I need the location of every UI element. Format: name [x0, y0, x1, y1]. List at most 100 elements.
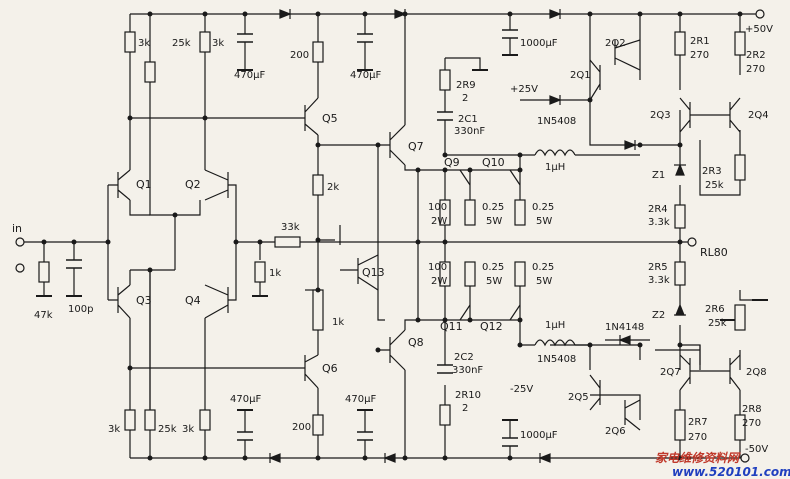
label-2r10: 2R10	[455, 390, 481, 401]
label-2r6-value: 25k	[708, 318, 727, 329]
label-minus50v: -50V	[745, 444, 768, 455]
label-2q3: 2Q3	[650, 110, 671, 121]
label-2r9: 2R9	[456, 80, 476, 91]
watermark-cn: 家电维修资料网	[655, 451, 741, 465]
label-2q1: 2Q1	[570, 70, 591, 81]
label-2k: 2k	[327, 182, 339, 193]
label-1000uf-t: 1000µF	[520, 38, 558, 49]
label-rl80: RL80	[700, 246, 728, 259]
label-1k-a: 1k	[269, 268, 281, 279]
label-2r3-value: 25k	[705, 180, 724, 191]
label-025-2: 0.25	[532, 202, 554, 213]
junction-dots	[41, 11, 743, 461]
capacitors	[66, 29, 518, 447]
label-q1: Q1	[136, 178, 152, 191]
label-25k-t: 25k	[172, 38, 191, 49]
label-470uf-b1: 470µF	[230, 394, 261, 405]
label-2q8: 2Q8	[746, 367, 767, 378]
label-2q7: 2Q7	[660, 367, 681, 378]
inductors	[534, 149, 576, 347]
label-2w-a: 2W	[431, 216, 447, 227]
label-470uf-t1: 470µF	[234, 70, 265, 81]
label-2r4-value: 3.3k	[648, 217, 670, 228]
label-minus25v: -25V	[510, 384, 533, 395]
label-2r2: 2R2	[746, 50, 766, 61]
label-2r9-value: 2	[462, 93, 468, 104]
label-025-4: 0.25	[532, 262, 554, 273]
label-1uh-b: 1µH	[545, 320, 565, 331]
label-2r5-value: 3.3k	[648, 275, 670, 286]
diodes	[268, 9, 686, 463]
label-q2: Q2	[185, 178, 201, 191]
label-2r2-value: 270	[746, 64, 765, 75]
label-2r7-value: 270	[688, 432, 707, 443]
label-100-a: 100	[428, 202, 447, 213]
label-2q5: 2Q5	[568, 392, 589, 403]
terminals	[15, 9, 765, 463]
label-q13: Q13	[362, 266, 385, 279]
label-1k-pot: 1k	[332, 317, 344, 328]
label-q10: Q10	[482, 156, 505, 169]
label-200-t: 200	[290, 50, 309, 61]
label-470uf-t2: 470µF	[350, 70, 381, 81]
label-47k: 47k	[34, 310, 53, 321]
watermark-url: www.520101.com	[672, 465, 790, 479]
label-025-3: 0.25	[482, 262, 504, 273]
label-q5: Q5	[322, 112, 338, 125]
label-2r8-value: 270	[742, 418, 761, 429]
label-5w-2: 5W	[536, 216, 552, 227]
label-z2: Z2	[652, 310, 665, 321]
label-2r7: 2R7	[688, 417, 708, 428]
label-q9: Q9	[444, 156, 460, 169]
label-2q6: 2Q6	[605, 426, 626, 437]
label-2r1-value: 270	[690, 50, 709, 61]
label-2q2: 2Q2	[605, 38, 626, 49]
label-1n4148: 1N4148	[605, 322, 644, 333]
label-5w-3: 5W	[486, 276, 502, 287]
label-q12: Q12	[480, 320, 503, 333]
label-plus25v: +25V	[510, 84, 538, 95]
label-z1: Z1	[652, 170, 665, 181]
labels: in 47k 100p Q1 Q2 Q3 Q4 3k 25k 3k 3k 25k…	[12, 24, 790, 479]
label-2c1-value: 330nF	[454, 126, 485, 137]
label-q7: Q7	[408, 140, 424, 153]
label-2c2: 2C2	[454, 352, 474, 363]
label-1000uf-b: 1000µF	[520, 430, 558, 441]
label-2r3: 2R3	[702, 166, 722, 177]
label-q8: Q8	[408, 336, 424, 349]
ground-symbols	[36, 54, 768, 421]
label-200-b: 200	[292, 422, 311, 433]
label-3k-tl: 3k	[138, 38, 150, 49]
resistors	[38, 31, 746, 441]
label-33k: 33k	[281, 222, 300, 233]
label-q11: Q11	[440, 320, 463, 333]
label-in: in	[12, 222, 22, 235]
label-1n5408-t: 1N5408	[537, 116, 576, 127]
label-100p: 100p	[68, 304, 93, 315]
label-25k-b: 25k	[158, 424, 177, 435]
label-3k-br: 3k	[182, 424, 194, 435]
transistors	[117, 39, 741, 431]
label-2c1: 2C1	[458, 114, 478, 125]
label-2r4: 2R4	[648, 204, 668, 215]
label-q4: Q4	[185, 294, 201, 307]
label-2r5: 2R5	[648, 262, 668, 273]
label-1n5408-b: 1N5408	[537, 354, 576, 365]
wires	[24, 13, 760, 459]
label-2r8: 2R8	[742, 404, 762, 415]
label-025-1: 0.25	[482, 202, 504, 213]
label-5w-1: 5W	[486, 216, 502, 227]
label-2r10-value: 2	[462, 403, 468, 414]
label-q6: Q6	[322, 362, 338, 375]
label-2r6: 2R6	[705, 304, 725, 315]
label-q3: Q3	[136, 294, 152, 307]
label-2w-b: 2W	[431, 276, 447, 287]
label-2q4: 2Q4	[748, 110, 769, 121]
label-plus50v: +50V	[745, 24, 773, 35]
label-3k-tr: 3k	[212, 38, 224, 49]
label-470uf-b2: 470µF	[345, 394, 376, 405]
label-1uh-t: 1µH	[545, 162, 565, 173]
label-100-b: 100	[428, 262, 447, 273]
label-2r1: 2R1	[690, 36, 710, 47]
